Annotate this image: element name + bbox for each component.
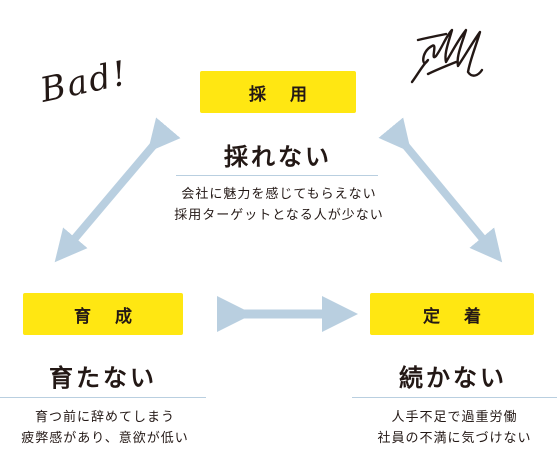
- label-development: 育 成: [23, 293, 183, 335]
- desc-development-line-1: 育つ前に辞めてしまう: [34, 410, 175, 425]
- desc-recruitment: 会社に魅力を感じてもらえない 採用ターゲットとなる人が少ない: [148, 184, 410, 226]
- heading-recruitment: 採れない: [224, 143, 332, 171]
- label-development-text: 育 成: [74, 306, 141, 327]
- desc-development-line-2: 疲弊感があり、意欲が低い: [21, 431, 189, 446]
- divider-retention: [352, 397, 557, 398]
- desc-recruitment-line-1: 会社に魅力を感じてもらえない: [181, 187, 377, 202]
- label-recruitment: 採 用: [200, 71, 356, 113]
- label-retention-text: 定 着: [423, 306, 490, 327]
- heading-development: 育たない: [49, 364, 157, 392]
- desc-retention-line-2: 社員の不満に気づけない: [377, 431, 532, 446]
- divider-development: [0, 397, 206, 398]
- arrow-top-right: [378, 117, 503, 263]
- divider-recruitment: [176, 175, 378, 176]
- desc-development: 育つ前に辞めてしまう 疲弊感があり、意欲が低い: [0, 407, 210, 449]
- desc-retention: 人手不足で過重労働 社員の不満に気づけない: [352, 407, 557, 449]
- scribble-icon: [410, 28, 484, 84]
- label-retention: 定 着: [370, 293, 534, 335]
- heading-retention: 続かない: [399, 364, 507, 392]
- desc-recruitment-line-2: 採用ターゲットとなる人が少ない: [174, 208, 384, 223]
- label-recruitment-text: 採 用: [249, 84, 316, 105]
- desc-retention-line-1: 人手不足で過重労働: [391, 410, 518, 425]
- arrow-top-left: [54, 117, 181, 263]
